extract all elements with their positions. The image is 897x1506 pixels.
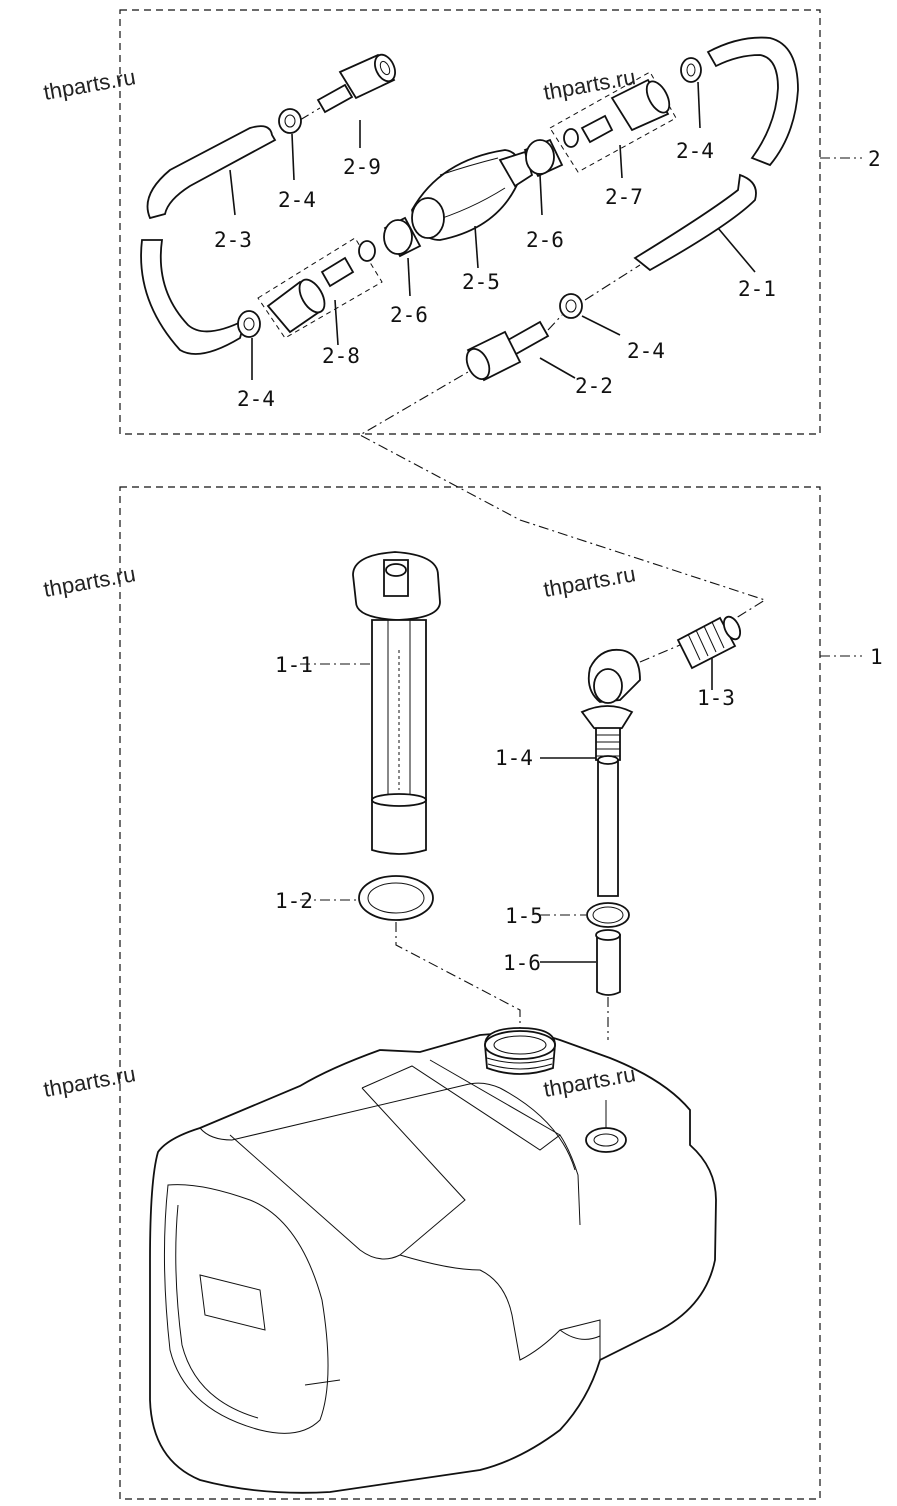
- part-1-3-fitting: [676, 615, 742, 690]
- part-2-5-primer-bulb: [411, 149, 534, 269]
- part-2-2-connector: [465, 314, 576, 382]
- fuel-tank: [149, 1027, 717, 1494]
- part-label-2-3: 2-3: [214, 228, 252, 252]
- part-2-6-coupling-a: [383, 216, 422, 297]
- part-label-2-6: 2-6: [390, 303, 428, 327]
- part-label-1-2: 1-2: [275, 889, 313, 913]
- part-label-2-4: 2-4: [278, 188, 316, 212]
- part-label-2-7: 2-7: [605, 185, 643, 209]
- group-1-label: 1: [870, 645, 883, 669]
- watermark: thparts.ru: [42, 561, 138, 602]
- part-2-9-connector: [299, 53, 396, 148]
- watermark: thparts.ru: [42, 1061, 138, 1102]
- part-1-2-gasket: [300, 875, 521, 1035]
- part-1-5-o-ring: [540, 902, 630, 928]
- part-label-1-4: 1-4: [495, 746, 533, 770]
- part-label-2-5: 2-5: [462, 270, 500, 294]
- part-label-2-9: 2-9: [343, 155, 381, 179]
- part-label-2-4: 2-4: [627, 339, 665, 363]
- part-2-3-hose: [140, 125, 277, 355]
- part-2-1-hose: [633, 36, 799, 273]
- watermark: thparts.ru: [542, 561, 638, 602]
- watermark: thparts.ru: [42, 64, 138, 105]
- part-label-1-3: 1-3: [697, 686, 735, 710]
- hose-connection-leader: [358, 364, 767, 629]
- part-label-2-8: 2-8: [322, 344, 360, 368]
- part-2-4-clamp-d: [559, 264, 641, 336]
- group-2-label: 2: [868, 147, 881, 171]
- part-1-1-fuel-gauge: [300, 551, 441, 855]
- part-label-2-2: 2-2: [575, 374, 613, 398]
- part-label-1-6: 1-6: [503, 951, 541, 975]
- group-1-boundary: [119, 486, 821, 1500]
- part-label-2-1: 2-1: [738, 277, 776, 301]
- group-2-boundary: [119, 9, 821, 435]
- part-2-4-clamp-b: [237, 310, 261, 380]
- part-label-2-6: 2-6: [526, 228, 564, 252]
- part-2-7-check-valve: [549, 71, 677, 179]
- part-1-6-strainer: [540, 929, 621, 1040]
- part-1-4-pickup-tube: [540, 644, 681, 897]
- part-2-6-coupling-b: [523, 138, 564, 216]
- part-2-8-check-valve: [257, 237, 383, 346]
- part-label-2-4: 2-4: [237, 387, 275, 411]
- part-label-1-1: 1-1: [275, 653, 313, 677]
- part-label-1-5: 1-5: [505, 904, 543, 928]
- part-2-4-clamp-c: [680, 57, 702, 129]
- part-label-2-4: 2-4: [676, 139, 714, 163]
- part-2-4-clamp-a: [278, 108, 302, 181]
